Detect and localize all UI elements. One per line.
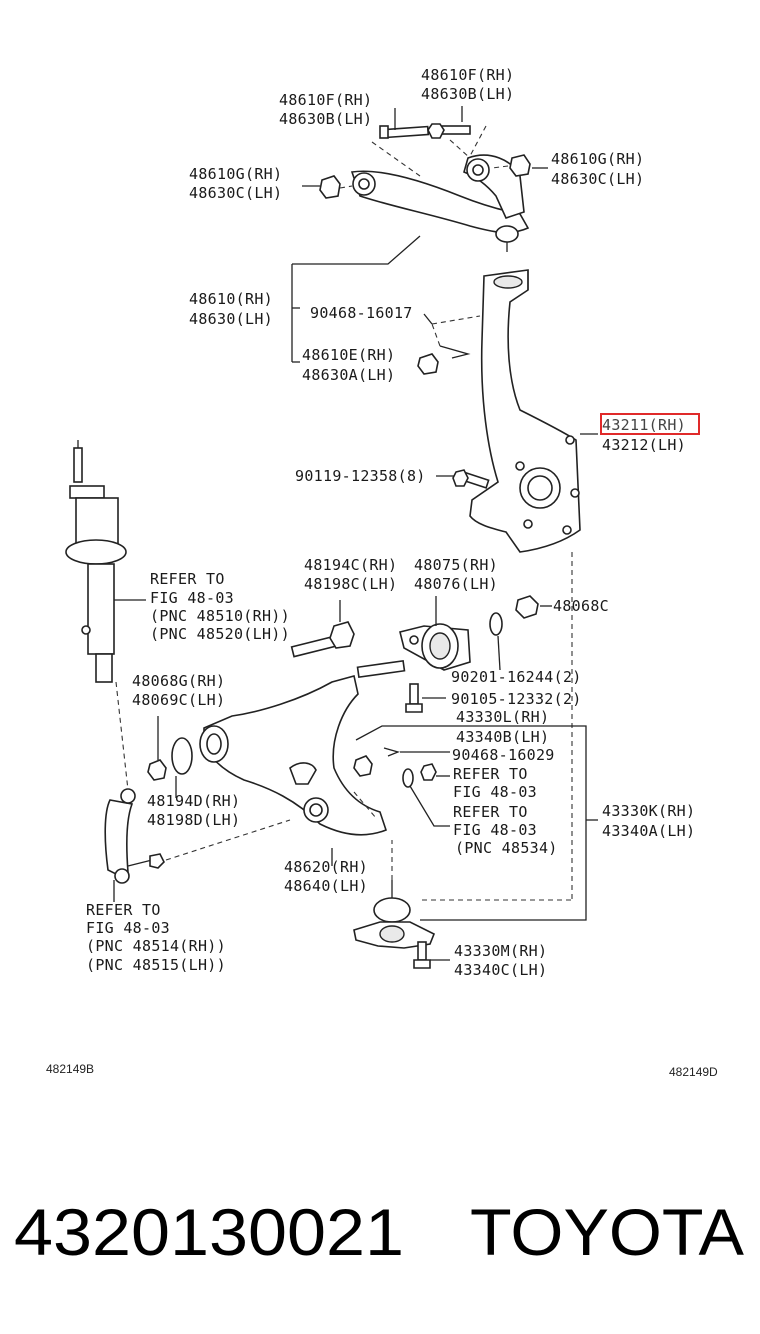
label-bushing-rh: 48075(RH) [414, 556, 498, 574]
label-ball-joint-k-lh: 43340A(LH) [602, 822, 695, 840]
label-bolt-90105: 90105-12332(2) [451, 690, 582, 708]
lower-arm-bushing [399, 623, 471, 671]
label-ball-joint-lh: 43340B(LH) [456, 728, 549, 746]
label-ref-b: REFER TO [453, 803, 528, 821]
lower-ball-joint [353, 880, 436, 949]
label-washer-48069c: 48069C(LH) [132, 691, 225, 709]
shock-absorber-strut [65, 440, 127, 683]
label-cotter-pin-2: 90468-16029 [452, 746, 555, 764]
upper-bolt-right [427, 123, 471, 139]
label-lower-arm-rh: 48620(RH) [284, 858, 368, 876]
label-ball-bolt-rh: 43330M(RH) [454, 942, 547, 960]
washer-90201 [489, 612, 503, 636]
label-stab-fig: FIG 48-03 [86, 919, 170, 937]
ball-joint-nut [353, 747, 401, 777]
nut-48068c [515, 595, 539, 619]
label-lower-bolt-lh: 48198C(LH) [304, 575, 397, 593]
code-left: 482149B [46, 1062, 94, 1076]
label-bushing-lh: 48076(LH) [414, 575, 498, 593]
label-stab-ref: REFER TO [86, 901, 161, 919]
label-upper-bolt-lh-a: 48630B(LH) [279, 110, 372, 128]
label-knuckle-rh: 43211(RH) [602, 416, 686, 434]
code-right: 482149D [669, 1065, 718, 1079]
label-washer-48068g: 48068G(RH) [132, 672, 225, 690]
knuckle-bolt [452, 469, 490, 489]
label-upper-arm-sub-rh: 48610E(RH) [302, 346, 395, 364]
label-stab-pnc-rh: (PNC 48514(RH)) [86, 937, 226, 955]
label-knuckle-lh: 43212(LH) [602, 436, 686, 454]
label-lower-nut-rh: 48194D(RH) [147, 792, 240, 810]
label-upper-arm-lh: 48630(LH) [189, 310, 273, 328]
label-strut-fig: FIG 48-03 [150, 589, 234, 607]
label-upper-bolt-rh-a: 48610F(RH) [279, 91, 372, 109]
lower-control-arm [199, 659, 406, 836]
washer-48068g [147, 737, 193, 781]
label-ball-bolt-lh: 43340C(LH) [454, 961, 547, 979]
stabilizer-link [104, 788, 165, 884]
label-upper-arm-sub-lh: 48630A(LH) [302, 366, 395, 384]
part-number: 4320130021 [14, 1195, 404, 1269]
steering-knuckle [469, 269, 581, 553]
label-ref-a-fig: FIG 48-03 [453, 783, 537, 801]
label-upper-bolt-lh-b: 48630B(LH) [421, 85, 514, 103]
label-upper-nut-left-rh: 48610G(RH) [189, 165, 282, 183]
label-strut-ref: REFER TO [150, 570, 225, 588]
highlight-box [600, 413, 700, 435]
label-ball-joint-rh: 43330L(RH) [456, 708, 549, 726]
label-bolt-90201: 90201-16244(2) [451, 668, 582, 686]
label-ref-a: REFER TO [453, 765, 528, 783]
label-lower-bolt-rh: 48194C(RH) [304, 556, 397, 574]
label-nut-48068c: 48068C [553, 597, 609, 615]
label-upper-nut-right-lh: 48630C(LH) [551, 170, 644, 188]
ball-joint-bolt [413, 941, 431, 969]
bolt-90105 [405, 683, 423, 713]
label-upper-nut-right-rh: 48610G(RH) [551, 150, 644, 168]
upper-bolt-left [379, 125, 430, 139]
label-upper-nut-left-lh: 48630C(LH) [189, 184, 282, 202]
upper-arm-nut-sub [417, 353, 439, 375]
label-cotter-pin: 90468-16017 [310, 304, 413, 322]
upper-control-arm [350, 154, 530, 252]
label-lower-nut-lh: 48198D(LH) [147, 811, 240, 829]
label-lower-arm-lh: 48640(LH) [284, 877, 368, 895]
upper-nut-left [319, 175, 341, 199]
upper-nut-right [509, 154, 531, 177]
label-upper-arm-rh: 48610(RH) [189, 290, 273, 308]
label-stab-pnc-lh: (PNC 48515(LH)) [86, 956, 226, 974]
label-upper-bolt-rh-b: 48610F(RH) [421, 66, 514, 84]
brand-name: TOYOTA [470, 1195, 744, 1269]
lower-small-parts [402, 763, 437, 788]
label-ball-joint-k-rh: 43330K(RH) [602, 802, 695, 820]
label-ref-b-fig: FIG 48-03 [453, 821, 537, 839]
label-knuckle-bolt: 90119-12358(8) [295, 467, 426, 485]
label-ref-b-pnc: (PNC 48534) [455, 839, 558, 857]
label-strut-pnc-rh: (PNC 48510(RH)) [150, 607, 290, 625]
label-strut-pnc-lh: (PNC 48520(LH)) [150, 625, 290, 643]
cotter-pin-upper [431, 315, 481, 359]
lower-arm-bolt [290, 621, 355, 658]
